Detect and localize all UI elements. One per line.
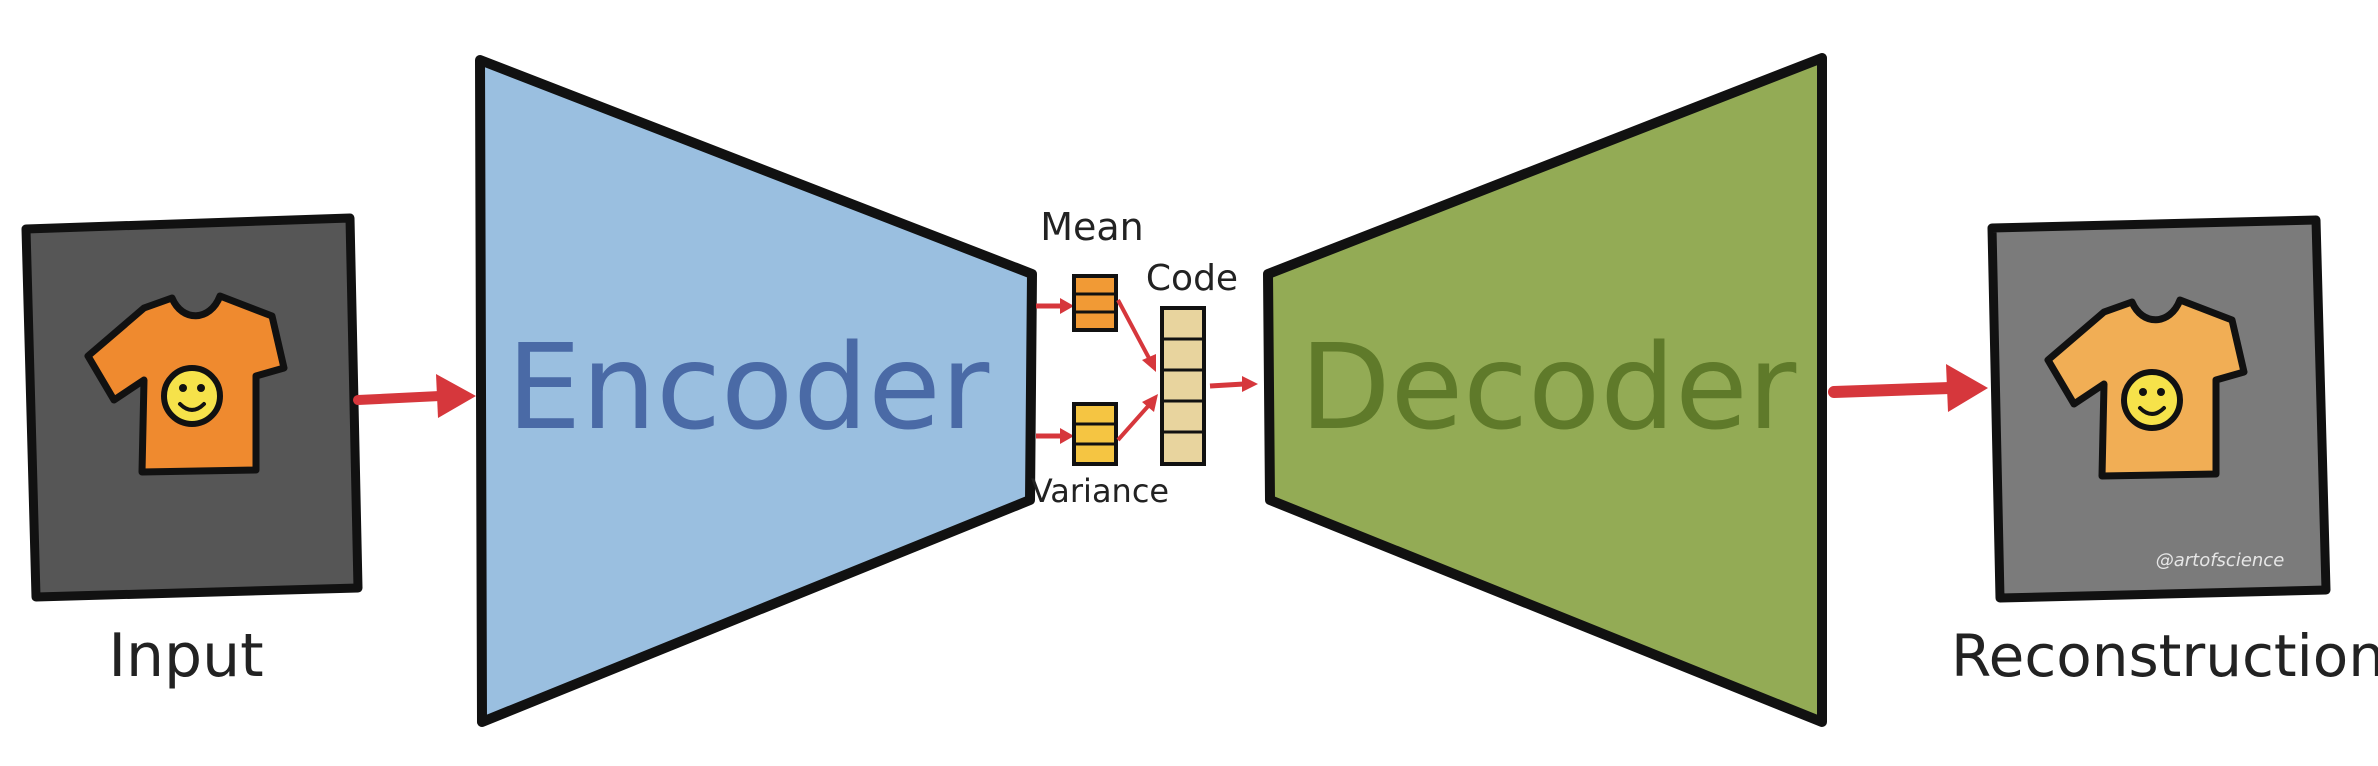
code-label: Code [1146,258,1238,299]
mean-to-code-arrow [1116,299,1156,372]
tshirt-icon [84,292,288,476]
decoder-block: Decoder [1263,53,1827,727]
decoder-trapezoid [1263,53,1827,727]
smiley-icon [161,365,223,427]
watermark: @artofscience [2156,550,2285,571]
tshirt-icon [2044,296,2248,480]
reconstruction-label: Reconstruction [1951,622,2378,690]
encoder-block: Encoder [475,55,1037,727]
reconstruction-image: @artofscience [1987,215,2331,603]
encoder-to-mean-arrow [1036,298,1074,314]
variance-to-code-arrow [1116,394,1158,442]
input-label: Input [108,621,263,691]
input-to-encoder-arrow [353,374,476,418]
smiley-icon [2121,369,2183,431]
code-to-decoder-arrow [1209,376,1258,392]
mean-label: Mean [1040,205,1144,249]
encoder-trapezoid [475,55,1037,727]
code-vector [1160,306,1206,466]
mean-vector [1072,274,1118,332]
variance-label: Variance [1031,472,1169,510]
input-image [21,213,363,602]
encoder-to-variance-arrow [1036,428,1074,444]
encoder-label: Encoder [507,318,990,456]
decoder-to-reconstruction-arrow [1828,364,1988,412]
decoder-label: Decoder [1300,318,1797,456]
variance-vector [1072,402,1118,466]
